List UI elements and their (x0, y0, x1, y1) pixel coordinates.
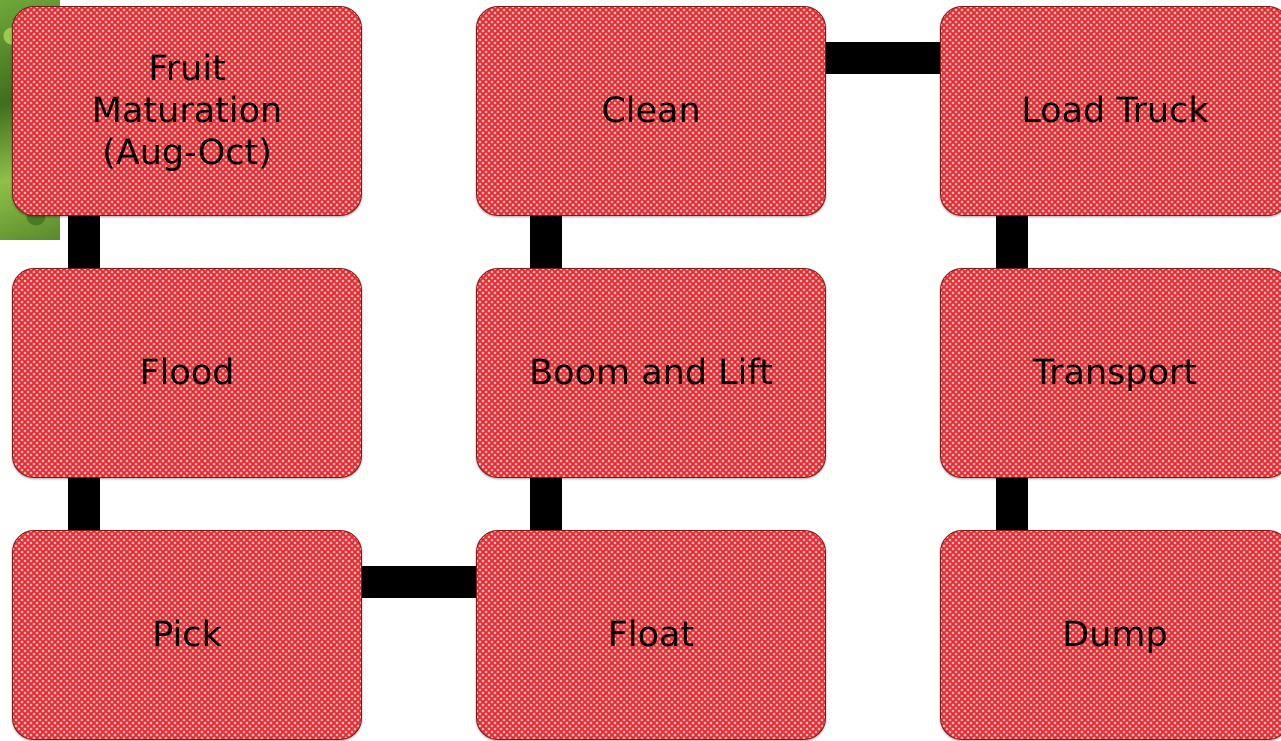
node-label: Pick (152, 615, 222, 655)
node-label: Dump (1062, 615, 1168, 655)
node-float: Float (476, 530, 826, 740)
node-label: Transport (1032, 353, 1198, 393)
connector-float-boom (530, 476, 562, 532)
node-label: Boom and Lift (529, 353, 773, 393)
connector-fruit-flood (68, 214, 100, 270)
node-load-truck: Load Truck (940, 6, 1281, 216)
node-boom-and-lift: Boom and Lift (476, 268, 826, 478)
node-label: Clean (601, 91, 701, 131)
node-flood: Flood (12, 268, 362, 478)
node-label: Float (607, 615, 695, 655)
node-transport: Transport (940, 268, 1281, 478)
node-pick: Pick (12, 530, 362, 740)
node-dump: Dump (940, 530, 1281, 740)
node-fruit-maturation: Fruit Maturation (Aug-Oct) (12, 6, 362, 216)
node-label: Fruit Maturation (Aug-Oct) (91, 49, 283, 173)
connector-boom-clean (530, 214, 562, 270)
connector-load-transport (996, 214, 1028, 270)
node-label: Load Truck (1021, 91, 1209, 131)
connector-clean-load (824, 42, 942, 74)
node-label: Flood (139, 353, 235, 393)
node-clean: Clean (476, 6, 826, 216)
connector-pick-float (360, 566, 478, 598)
connector-transport-dump (996, 476, 1028, 532)
connector-flood-pick (68, 476, 100, 532)
